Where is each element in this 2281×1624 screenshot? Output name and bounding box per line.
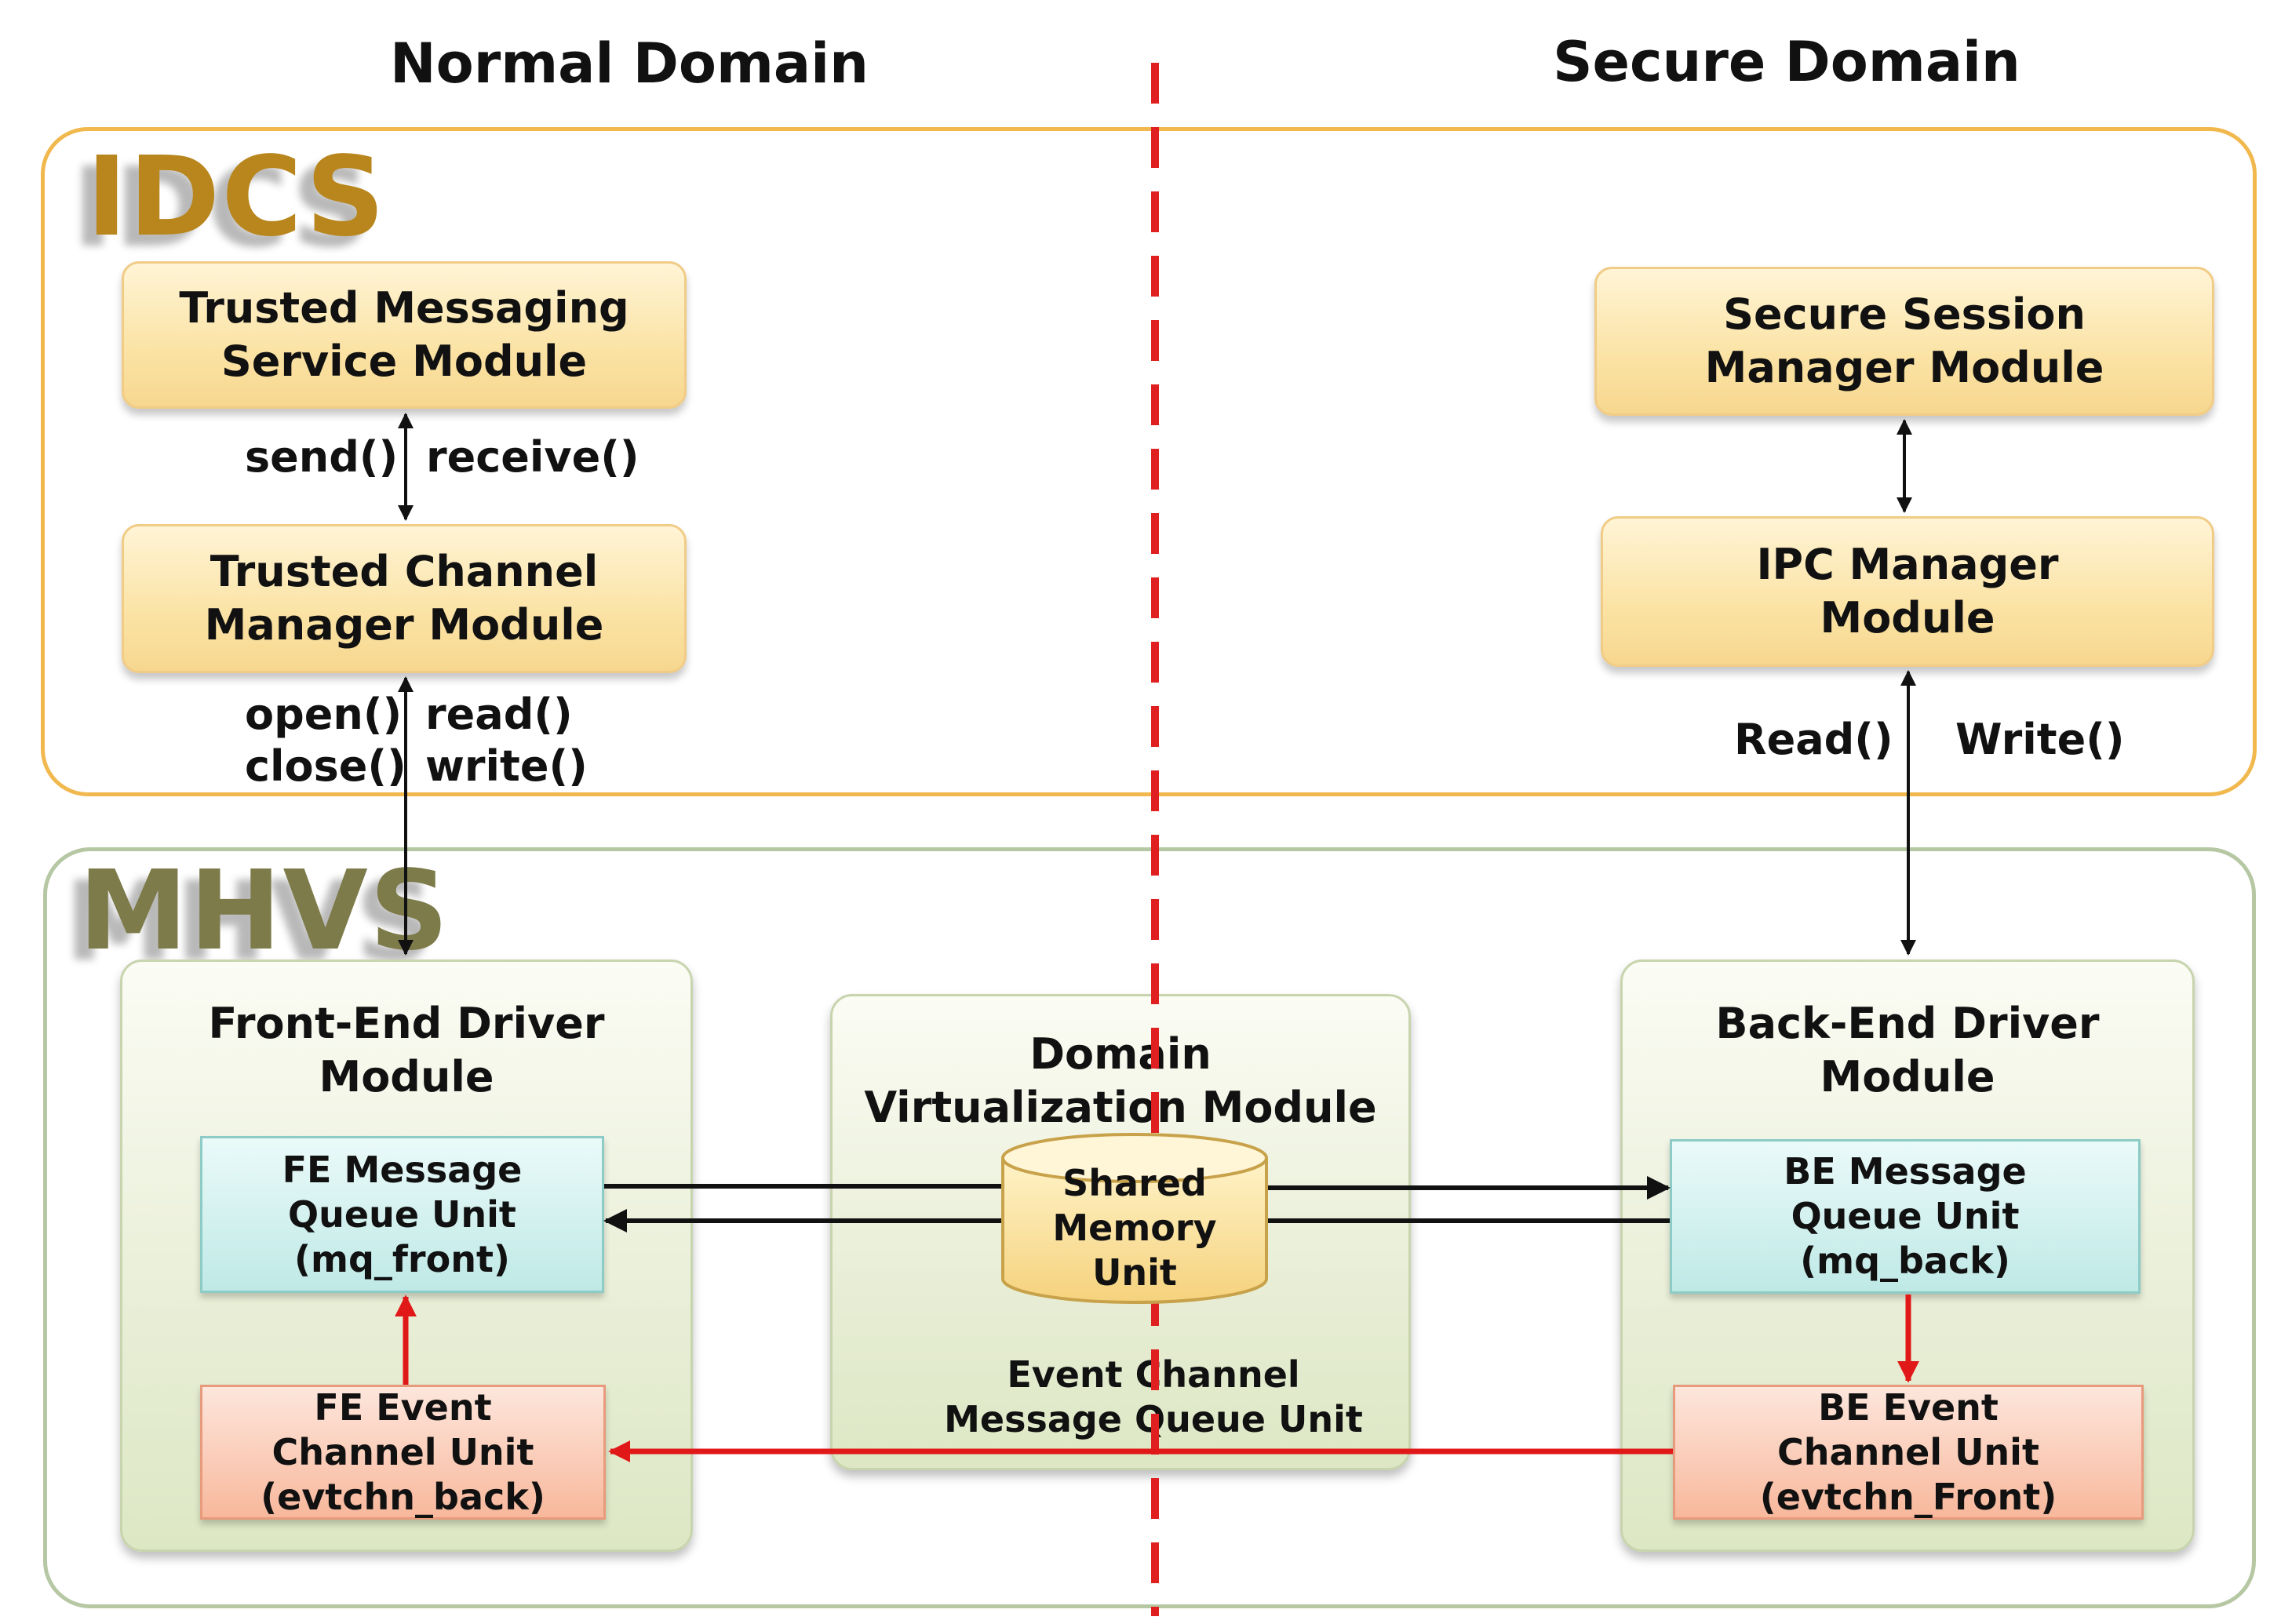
secure-domain-heading: Secure Domain bbox=[1553, 30, 2020, 94]
idcs-layer-label: IDCS bbox=[86, 133, 387, 261]
write-call-label: Write() bbox=[1955, 715, 2125, 764]
idcs-layer-container bbox=[41, 127, 2257, 796]
be-message-queue-unit: BE Message Queue Unit (mq_back) bbox=[1670, 1139, 2141, 1294]
trusted-channel-manager-module: Trusted Channel Manager Module bbox=[122, 524, 687, 673]
back-end-driver-title: Back-End Driver Module bbox=[1715, 999, 2100, 1101]
mhvs-layer-container bbox=[43, 847, 2256, 1608]
shared-memory-unit-label: Shared Memory Unit bbox=[1052, 1162, 1217, 1294]
be-event-channel-unit: BE Event Channel Unit (evtchn_Front) bbox=[1673, 1385, 2144, 1520]
read-call-label: Read() bbox=[1734, 715, 1893, 764]
shared-memory-cylinder bbox=[1001, 1133, 1268, 1304]
trusted-messaging-service-module: Trusted Messaging Service Module bbox=[122, 261, 687, 409]
send-call-label: send() bbox=[245, 432, 399, 482]
front-end-driver-title: Front-End Driver Module bbox=[208, 999, 605, 1101]
fe-event-channel-unit: FE Event Channel Unit (evtchn_back) bbox=[200, 1385, 606, 1520]
normal-domain-heading: Normal Domain bbox=[390, 31, 869, 96]
receive-call-label: receive() bbox=[426, 432, 639, 482]
read-write-call-label: read() write() bbox=[425, 690, 588, 791]
open-close-call-label: open() close() bbox=[245, 690, 406, 791]
secure-session-manager-module: Secure Session Manager Module bbox=[1594, 267, 2214, 416]
fe-message-queue-unit: FE Message Queue Unit (mq_front) bbox=[200, 1136, 604, 1293]
mhvs-layer-label: MHVS bbox=[78, 847, 450, 975]
event-channel-message-queue-label: Event Channel Message Queue Unit bbox=[944, 1353, 1363, 1440]
ipc-manager-module: IPC Manager Module bbox=[1601, 516, 2214, 667]
domain-virtualization-title: Domain Virtualization Module bbox=[864, 1029, 1377, 1132]
